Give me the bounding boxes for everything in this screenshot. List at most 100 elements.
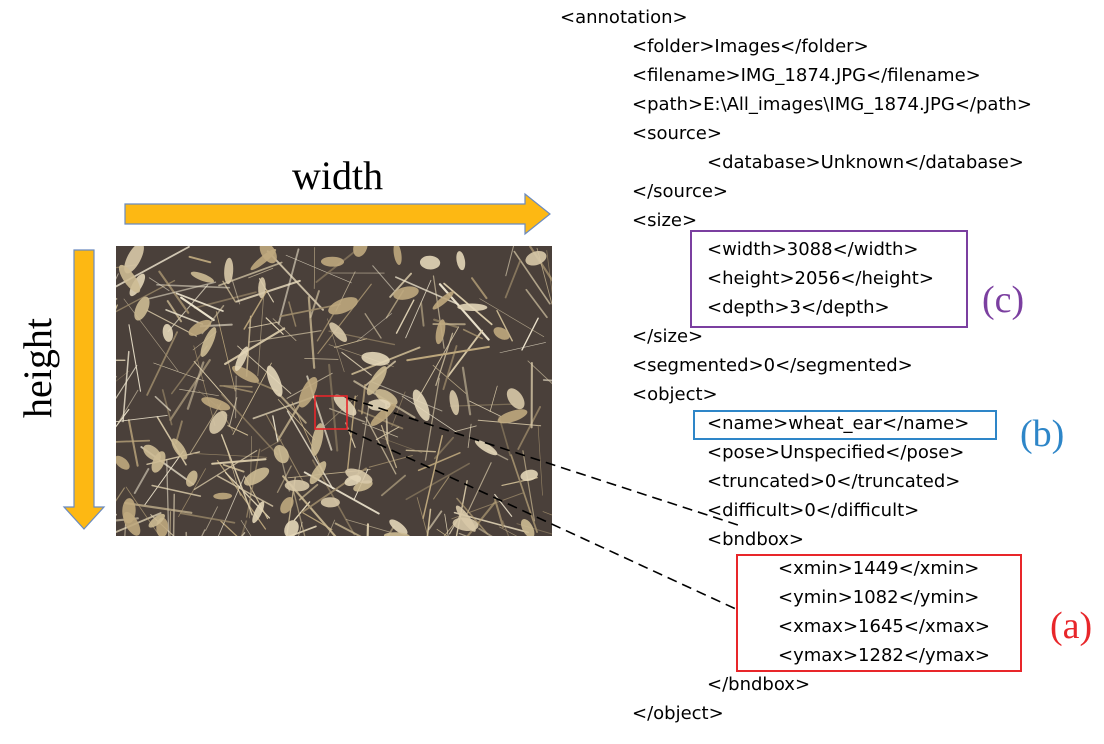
straw-stalk	[498, 416, 512, 457]
wheat-ear	[188, 319, 212, 336]
straw-stalk	[309, 290, 320, 319]
straw-stalk	[477, 419, 542, 427]
straw-stalk	[124, 501, 193, 514]
straw-stalk	[123, 298, 179, 372]
xml-line-xmax: <xmax>1645</xmax>	[778, 616, 990, 637]
wheat-ear	[367, 399, 391, 411]
straw-stalk	[116, 415, 168, 423]
wheat-ear	[162, 324, 174, 342]
straw-stalk	[223, 385, 254, 393]
straw-stalk	[175, 292, 224, 312]
wheat-ear	[370, 403, 396, 427]
straw-stalk	[277, 399, 315, 441]
straw-stalk	[224, 327, 286, 365]
wheat-ear	[474, 439, 498, 456]
straw-stalk	[165, 309, 204, 325]
xml-line-depth: <depth>3</depth>	[707, 297, 890, 318]
straw-stalk	[307, 296, 316, 369]
straw-stalk	[433, 476, 450, 500]
xml-line-xmin: <xmin>1449</xmin>	[778, 558, 980, 579]
box-a	[736, 554, 1022, 672]
straw-stalk	[217, 475, 274, 507]
straw-stalk	[116, 370, 130, 382]
straw-stalk	[494, 498, 505, 528]
wheat-ear	[116, 455, 130, 470]
xml-line-filename: <filename>IMG_1874.JPG</filename>	[632, 65, 981, 86]
straw-stalk	[456, 497, 489, 535]
straw-stalk	[188, 255, 212, 264]
wheat-ear	[412, 389, 430, 422]
xml-line-object-close: </object>	[632, 703, 724, 724]
straw-stalk	[193, 449, 258, 491]
xml-line-source-open: <source>	[632, 123, 722, 144]
width-arrow	[124, 192, 551, 236]
straw-stalk	[178, 468, 206, 517]
xml-line-annotation-open: <annotation>	[560, 7, 688, 28]
tag-a: (a)	[1050, 605, 1093, 647]
straw-stalk	[116, 487, 125, 502]
straw-stalk	[116, 246, 190, 288]
straw-stalk	[232, 362, 272, 435]
straw-stalk	[179, 388, 219, 397]
xml-line-bndbox-close: </bndbox>	[707, 674, 811, 695]
wheat-ear	[200, 327, 217, 357]
straw-stalk	[151, 484, 202, 497]
straw-stalk	[356, 401, 371, 484]
height-arrow	[62, 249, 106, 530]
straw-stalk	[221, 393, 279, 456]
straw-stalk	[277, 248, 300, 325]
wheat-ear	[353, 246, 368, 257]
straw-stalk	[116, 364, 138, 400]
straw-stalk	[517, 406, 542, 450]
connector-line-1	[347, 397, 739, 526]
wheat-ear	[148, 513, 165, 528]
straw-stalk	[426, 508, 432, 536]
straw-stalk	[467, 423, 472, 449]
wheat-ear	[449, 390, 460, 416]
wheat-ear	[298, 376, 318, 408]
straw-stalk	[174, 420, 183, 445]
wheat-ear	[234, 346, 249, 371]
straw-stalk	[122, 350, 130, 423]
xml-line-source-close: </source>	[632, 181, 729, 202]
straw-stalk	[146, 331, 179, 396]
straw-stalk	[333, 338, 368, 348]
bbox-highlight	[314, 395, 348, 430]
straw-stalk	[380, 424, 398, 469]
straw-stalk	[278, 393, 307, 424]
straw-stalk	[148, 277, 170, 292]
straw-stalk	[180, 296, 215, 322]
straw-stalk	[245, 315, 252, 377]
straw-stalk	[391, 391, 406, 427]
wheat-ear	[525, 250, 547, 266]
box-b	[693, 410, 997, 440]
xml-line-name: <name>wheat_ear</name>	[707, 413, 970, 434]
xml-line-object-open: <object>	[632, 384, 718, 405]
wheat-ear	[375, 389, 398, 406]
straw-stalk	[406, 345, 490, 362]
wheat-ear	[213, 492, 233, 500]
straw-stalk	[521, 317, 539, 351]
straw-stalk	[436, 528, 448, 536]
wheat-ear	[366, 366, 387, 396]
wheat-ear	[243, 467, 270, 486]
connector-line-2	[347, 429, 739, 611]
straw-stalk	[304, 358, 339, 360]
straw-stalk	[298, 521, 303, 536]
wheat-ear	[171, 438, 188, 460]
straw-stalk	[144, 450, 184, 506]
straw-stalk	[189, 403, 222, 454]
straw-stalk	[432, 364, 467, 394]
wheat-ear	[457, 303, 488, 312]
wheat-ear	[452, 517, 479, 531]
straw-stalk	[125, 486, 161, 536]
xml-line-segmented: <segmented>0</segmented>	[632, 355, 913, 376]
straw-stalk	[169, 359, 211, 421]
straw-stalk	[510, 454, 538, 533]
straw-stalk	[154, 395, 172, 412]
straw-stalk	[226, 450, 241, 496]
straw-stalk	[116, 512, 162, 534]
wheat-ear	[520, 469, 538, 481]
